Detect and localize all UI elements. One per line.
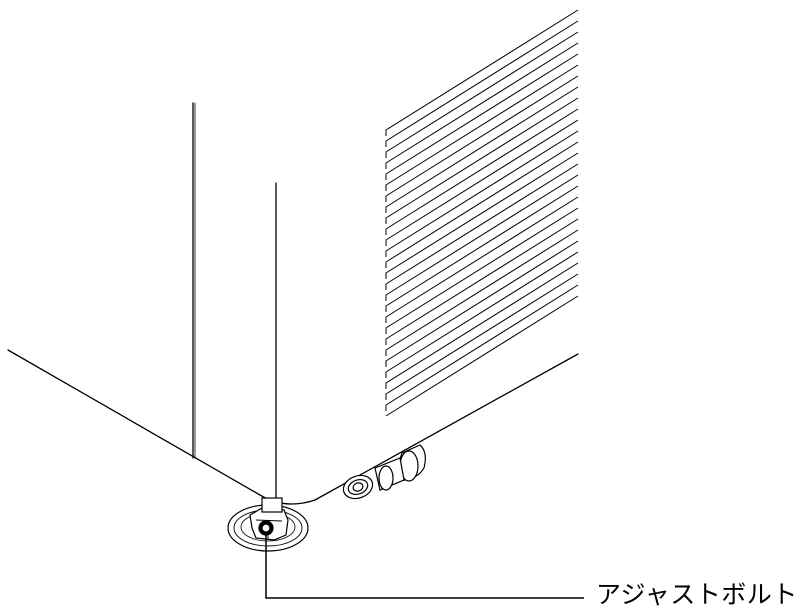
louver-slat bbox=[385, 97, 579, 224]
louver-slat bbox=[385, 152, 579, 279]
rear-foot bbox=[342, 444, 426, 500]
louver-slat bbox=[385, 20, 579, 147]
louver-slat bbox=[385, 185, 579, 312]
louver-slat bbox=[385, 9, 579, 136]
louver-slat bbox=[385, 240, 579, 367]
louver-slat bbox=[385, 207, 579, 334]
cabinet-left-bottom-edge bbox=[7, 349, 316, 505]
louver-slat bbox=[385, 141, 579, 268]
louver-slat bbox=[385, 262, 579, 389]
louver-slat bbox=[385, 218, 579, 345]
louver-slat bbox=[385, 119, 579, 246]
louver-slat bbox=[385, 31, 579, 158]
louver-slat bbox=[385, 229, 579, 356]
louver-slat bbox=[385, 130, 579, 257]
ventilation-louvers bbox=[385, 9, 579, 417]
louver-slat bbox=[385, 75, 579, 202]
adjust-bolt bbox=[227, 497, 309, 552]
louver-slat bbox=[385, 53, 579, 180]
louver-slat bbox=[385, 273, 579, 400]
louver-slat bbox=[385, 196, 579, 323]
louver-slat bbox=[385, 108, 579, 235]
louver-slat bbox=[385, 251, 579, 378]
louver-slat bbox=[385, 64, 579, 191]
louver-slat bbox=[385, 163, 579, 290]
adjust-bolt-label: アジャストボルト bbox=[596, 580, 798, 609]
callout-leader-line bbox=[265, 535, 584, 599]
cabinet-body bbox=[7, 102, 579, 505]
louver-slat bbox=[385, 174, 579, 301]
louver-panel-bottom bbox=[385, 295, 579, 417]
louver-slat bbox=[385, 86, 579, 213]
bolt-shaft bbox=[261, 497, 283, 513]
louver-slat bbox=[385, 284, 579, 411]
louver-slat bbox=[385, 42, 579, 169]
